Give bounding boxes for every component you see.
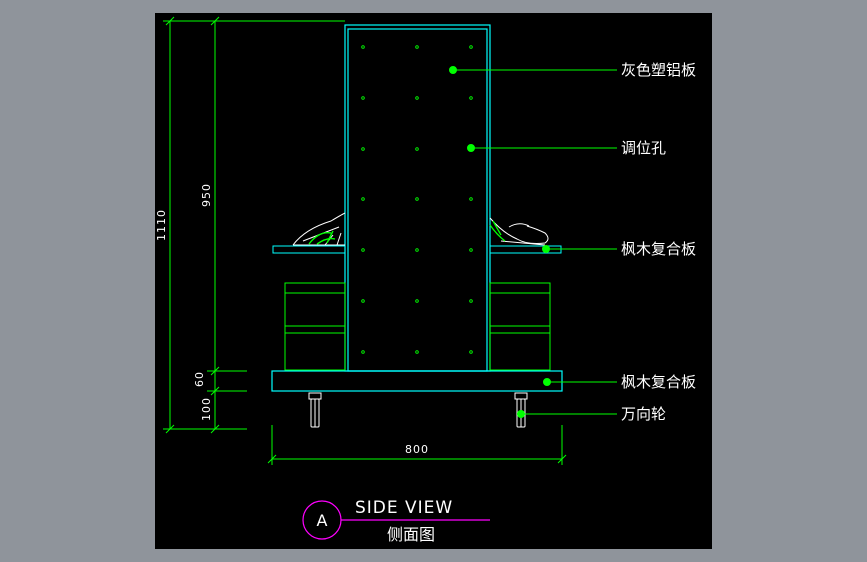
title-block: A SIDE VIEW 侧面图 [302,498,490,544]
dim-width: 800 [405,443,429,456]
adjust-hole [415,147,419,151]
callout-maple-base [543,378,617,386]
shoe-left-sketch [292,212,346,246]
dim-caster-height: 100 [200,397,213,421]
adjust-hole [361,350,365,354]
adjust-hole [415,197,419,201]
caster-left [308,392,322,428]
dimension-labels: 1110 950 60 100 800 [155,183,429,456]
title-sub: 侧面图 [387,525,435,544]
callout-labels: 灰色塑铝板 调位孔 枫木复合板 枫木复合板 万向轮 [621,61,696,423]
adjust-hole [415,96,419,100]
label-gray-aluminum-panel: 灰色塑铝板 [621,61,696,79]
adjust-hole [469,197,473,201]
adjust-hole [361,299,365,303]
adjust-hole [469,350,473,354]
callout-casters [517,410,617,418]
adjust-hole [361,45,365,49]
callout-gray-aluminum-panel [449,66,617,74]
adjust-hole [469,96,473,100]
adjust-hole [415,45,419,49]
adjust-hole [415,299,419,303]
shelf-left [272,245,346,254]
label-adjust-holes: 调位孔 [621,139,666,157]
cad-drawing-canvas: 1110 950 60 100 800 灰色塑铝板 调位孔 枫木复合板 [155,13,712,549]
adjust-hole [469,248,473,252]
dim-base-height: 60 [193,371,206,387]
adjust-hole [361,197,365,201]
callout-maple-shelf [542,245,617,253]
cabinet-right [489,282,551,371]
title-main: SIDE VIEW [355,498,453,518]
label-maple-shelf: 枫木复合板 [621,240,696,258]
callouts [449,66,617,418]
dim-panel-height: 950 [200,183,213,207]
adjust-hole [415,350,419,354]
adjust-hole [469,45,473,49]
label-maple-base: 枫木复合板 [621,373,696,391]
adjust-hole [361,96,365,100]
adjust-hole [361,147,365,151]
shoe-left-straps [308,230,336,245]
dimension-lines [163,16,567,465]
shoe-right-straps [489,220,506,242]
side-view-drawing: 1110 950 60 100 800 灰色塑铝板 调位孔 枫木复合板 [155,16,696,544]
callout-adjust-holes [467,144,617,152]
label-casters: 万向轮 [621,405,666,423]
dim-total-height: 1110 [155,209,168,241]
adjust-hole [469,299,473,303]
adjust-hole-grid [361,45,473,354]
adjust-hole [415,248,419,252]
adjust-hole [361,248,365,252]
base-plate [271,370,563,392]
shoe-right-sketch [489,217,549,246]
section-marker-letter: A [317,511,328,530]
cabinet-left [284,282,346,371]
